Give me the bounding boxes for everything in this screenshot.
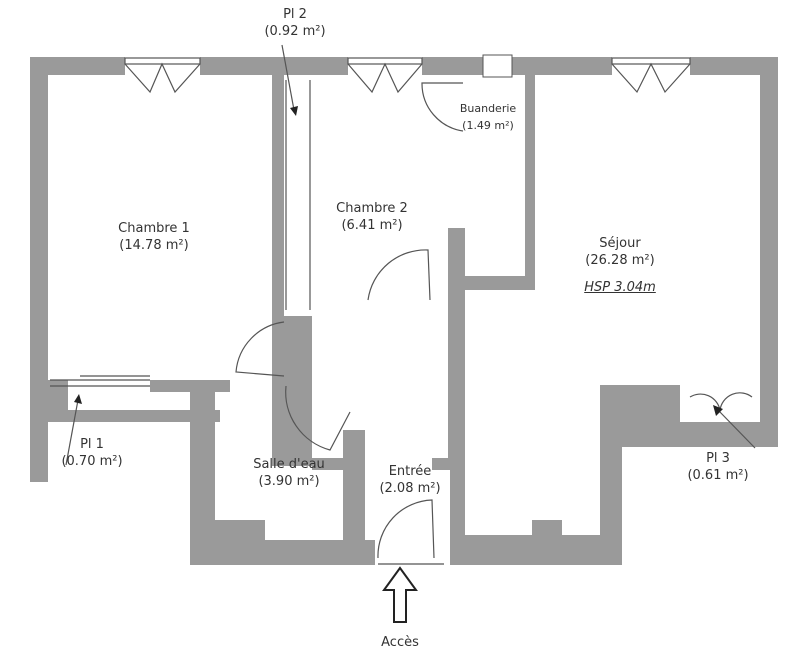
room-area: (0.70 m²) — [61, 454, 123, 469]
doors — [50, 80, 753, 565]
room-name: Séjour — [599, 236, 641, 251]
room-area: (6.41 m²) — [341, 218, 403, 233]
room-buanderie: Buanderie (1.49 m²) — [460, 100, 516, 134]
room-name: Buanderie — [459, 102, 517, 115]
room-area: (26.28 m²) — [585, 253, 655, 268]
access-label: Accès — [381, 635, 419, 650]
room-name: Chambre 1 — [118, 221, 190, 236]
room-area: (1.49 m²) — [462, 119, 514, 132]
room-area: (0.61 m²) — [687, 468, 749, 483]
room-area: (3.90 m²) — [258, 474, 320, 489]
room-name: Pl 1 — [80, 437, 104, 452]
room-area: (14.78 m²) — [119, 238, 189, 253]
room-chambre2: Chambre 2 (6.41 m²) — [336, 200, 408, 234]
room-entree: Entrée (2.08 m²) — [379, 463, 440, 497]
room-name: Entrée — [388, 464, 432, 479]
room-pl1: Pl 1 (0.70 m²) — [61, 436, 122, 470]
room-name: Pl 2 — [283, 7, 307, 22]
windows — [124, 54, 691, 94]
ceiling-height: HSP 3.04m — [584, 280, 656, 295]
room-name: Chambre 2 — [336, 201, 408, 216]
room-area: (0.92 m²) — [264, 24, 326, 39]
room-salle-eau: Salle d'eau (3.90 m²) — [253, 456, 325, 490]
room-name: Salle d'eau — [253, 457, 325, 472]
access-arrow — [382, 566, 418, 623]
room-chambre1: Chambre 1 (14.78 m²) — [118, 220, 190, 254]
room-pl3: Pl 3 (0.61 m²) — [687, 450, 748, 484]
room-name: Pl 3 — [706, 451, 730, 466]
room-area: (2.08 m²) — [379, 481, 441, 496]
arrows — [65, 44, 756, 466]
walls — [30, 57, 778, 565]
room-sejour: Séjour (26.28 m²) HSP 3.04m — [584, 235, 656, 296]
room-pl2: Pl 2 (0.92 m²) — [264, 6, 325, 40]
